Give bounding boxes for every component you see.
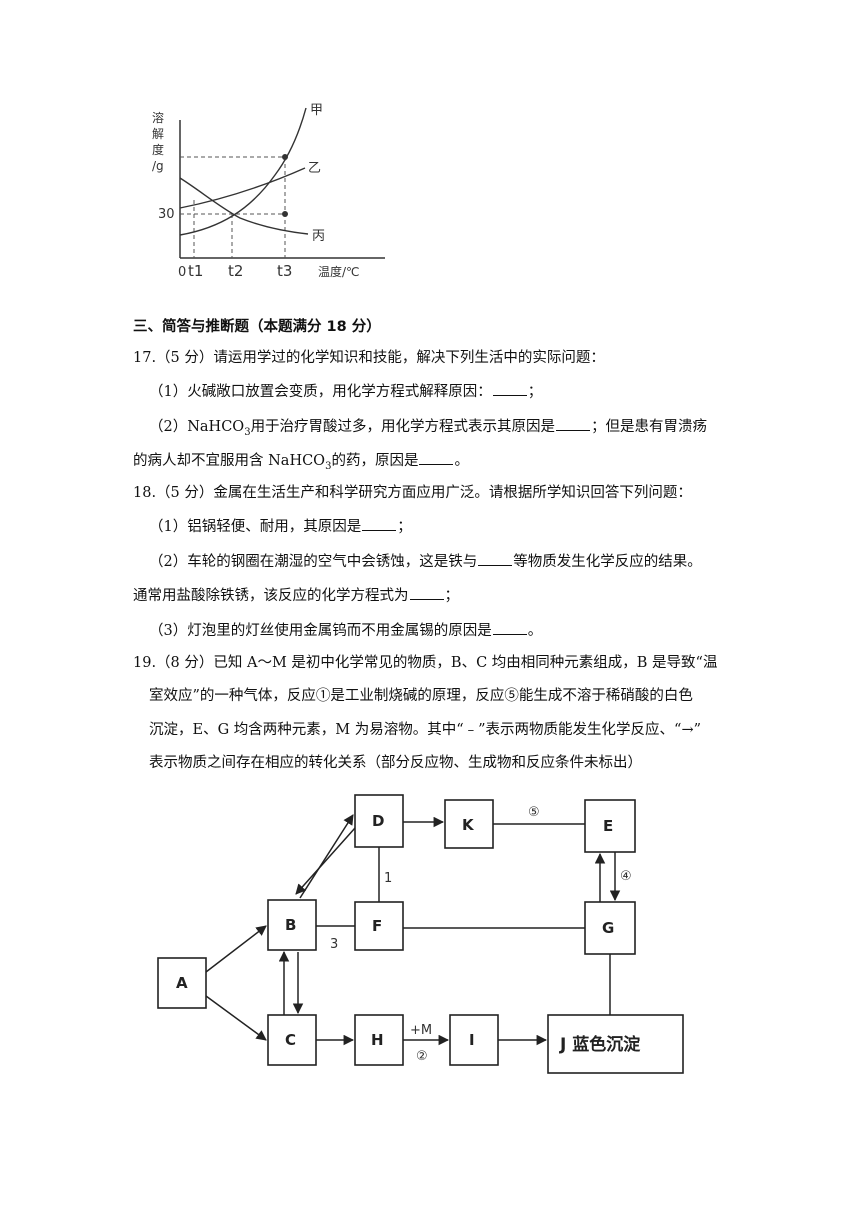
x-axis-label: 温度/℃ (318, 264, 360, 279)
series-label-jia: 甲 (310, 103, 323, 118)
node-G: G (602, 919, 614, 937)
label-reaction-4: ④ (620, 869, 632, 884)
answer-blank[interactable] (556, 416, 591, 431)
q17-part2-line2: 的病人却不宜服用含 NaHCO3的药，原因是 。 (133, 450, 469, 477)
answer-blank[interactable] (478, 551, 513, 566)
q17-stem: 17.（5 分）请运用学过的化学知识和技能，解决下列生活中的实际问题： (133, 350, 605, 366)
q18-part1-end: ； (397, 519, 412, 535)
q17-part1-end: ； (527, 384, 543, 400)
q19-line2: 室效应”的一种气体，反应①是工业制烧碱的原理，反应⑤能生成不溶于稀硝酸的白色 (149, 688, 693, 704)
answer-blank[interactable] (492, 620, 527, 635)
node-D: D (372, 812, 384, 830)
answer-blank[interactable] (362, 516, 397, 531)
node-K: K (462, 816, 475, 834)
node-E: E (603, 817, 613, 835)
q18-part3-end: 。 (527, 623, 543, 639)
x-tick-t1: t1 (188, 262, 203, 280)
edge-B-D (299, 814, 354, 899)
node-I: I (469, 1031, 475, 1049)
q18-part2-line2-end: ； (444, 588, 460, 604)
edge-D-B (295, 827, 356, 895)
curve-bing (179, 177, 309, 235)
q18-part2: （2）车轮的钢圈在潮湿的空气中会锈蚀，这是铁与 等物质发生化学反应的结果。 (149, 551, 702, 572)
q18-part3: （3）灯泡里的灯丝使用金属钨而不用金属锡的原因是 。 (149, 620, 542, 641)
node-box-B (267, 899, 317, 951)
q18-part2-line2: 通常用盐酸除铁锈，该反应的化学方程式为 ； (133, 585, 459, 606)
q19-line1: 19.（8 分）已知 A～M 是初中化学常见的物质，B、C 均由相同种元素组成，… (133, 655, 718, 671)
curve-jia (179, 107, 307, 236)
y-axis-label: 溶 解 度 /g (152, 110, 168, 173)
label-plus-m: +M (410, 1023, 432, 1038)
node-box-A (157, 957, 207, 1009)
q17-part1: （1）火碱敞口放置会变质，用化学方程式解释原因： ； (149, 381, 542, 402)
section-title: 三、简答与推断题（本题满分 18 分） (133, 319, 381, 335)
solubility-chart: 溶 解 度 /g 甲 乙 丙 30 0 t1 t2 t3 温度/℃ (152, 103, 385, 280)
reaction-diagram: A B C D K E F G H I J 蓝色沉淀 (157, 794, 684, 1074)
subscript: 3 (244, 426, 251, 438)
q18-stem: 18.（5 分）金属在生活生产和科学研究方面应用广泛。请根据所学知识回答下列问题… (133, 485, 692, 501)
series-label-bing: 丙 (312, 229, 325, 244)
answer-blank[interactable] (419, 450, 454, 465)
q19-line4: 表示物质之间存在相应的转化关系（部分反应物、生成物和反应条件未标出） (149, 755, 642, 771)
q17-part2-line2-a: 的病人却不宜服用含 NaHCO (133, 453, 326, 469)
label-reaction-5: ⑤ (528, 805, 540, 820)
node-B: B (285, 916, 296, 934)
node-A: A (176, 974, 188, 992)
node-box-E (584, 799, 636, 853)
y-tick-30: 30 (158, 207, 175, 222)
node-C: C (285, 1031, 296, 1049)
q17-part2-b: 用于治疗胃酸过多，用化学方程式表示其原因是 (250, 419, 556, 435)
q17-part2-a: （2）NaHCO (149, 419, 245, 435)
label-reaction-1: 1 (384, 871, 392, 886)
q18-part2-line2-text: 通常用盐酸除铁锈，该反应的化学方程式为 (133, 588, 409, 604)
series-label-yi: 乙 (308, 161, 321, 176)
q19-line3: 沉淀，E、G 均含两种元素，M 为易溶物。其中“﹣”表示两物质能发生化学反应、“… (149, 722, 702, 738)
label-reaction-3: 3 (330, 937, 338, 952)
q17-part2: （2）NaHCO3用于治疗胃酸过多，用化学方程式表示其原因是 ；但是患有胃溃疡 (149, 416, 707, 443)
answer-blank[interactable] (492, 381, 527, 396)
q17-part2-line2-end: 。 (454, 453, 469, 469)
x-tick-0: 0 (178, 265, 186, 280)
q18-part2-b: 等物质发生化学反应的结果。 (513, 554, 702, 570)
point-t3-30 (282, 211, 288, 217)
node-F: F (372, 917, 382, 935)
answer-blank[interactable] (409, 585, 444, 600)
q18-part2-a: （2）车轮的钢圈在潮湿的空气中会锈蚀，这是铁与 (149, 554, 478, 570)
q18-part1-text: （1）铝锅轻便、耐用，其原因是 (149, 519, 362, 535)
x-tick-t3: t3 (277, 262, 292, 280)
curve-yi (179, 167, 306, 209)
label-reaction-2: ② (416, 1049, 428, 1064)
x-tick-t2: t2 (228, 262, 243, 280)
node-J: J 蓝色沉淀 (559, 1034, 641, 1055)
q18-part3-text: （3）灯泡里的灯丝使用金属钨而不用金属锡的原因是 (149, 623, 492, 639)
q18-part1: （1）铝锅轻便、耐用，其原因是 ； (149, 516, 412, 537)
node-H: H (371, 1031, 384, 1049)
q17-part2-c: ；但是患有胃溃疡 (591, 419, 708, 435)
q17-part1-text: （1）火碱敞口放置会变质，用化学方程式解释原因： (149, 384, 492, 400)
edge-A-B (205, 925, 267, 973)
subscript: 3 (325, 460, 332, 472)
q17-part2-line2-b: 的药，原因是 (331, 453, 419, 469)
point-t3-top (282, 154, 288, 160)
edge-A-C (205, 995, 267, 1041)
section-title-wrap: 三、简答与推断题（本题满分 18 分） (133, 315, 381, 336)
node-box-J (547, 1014, 684, 1074)
